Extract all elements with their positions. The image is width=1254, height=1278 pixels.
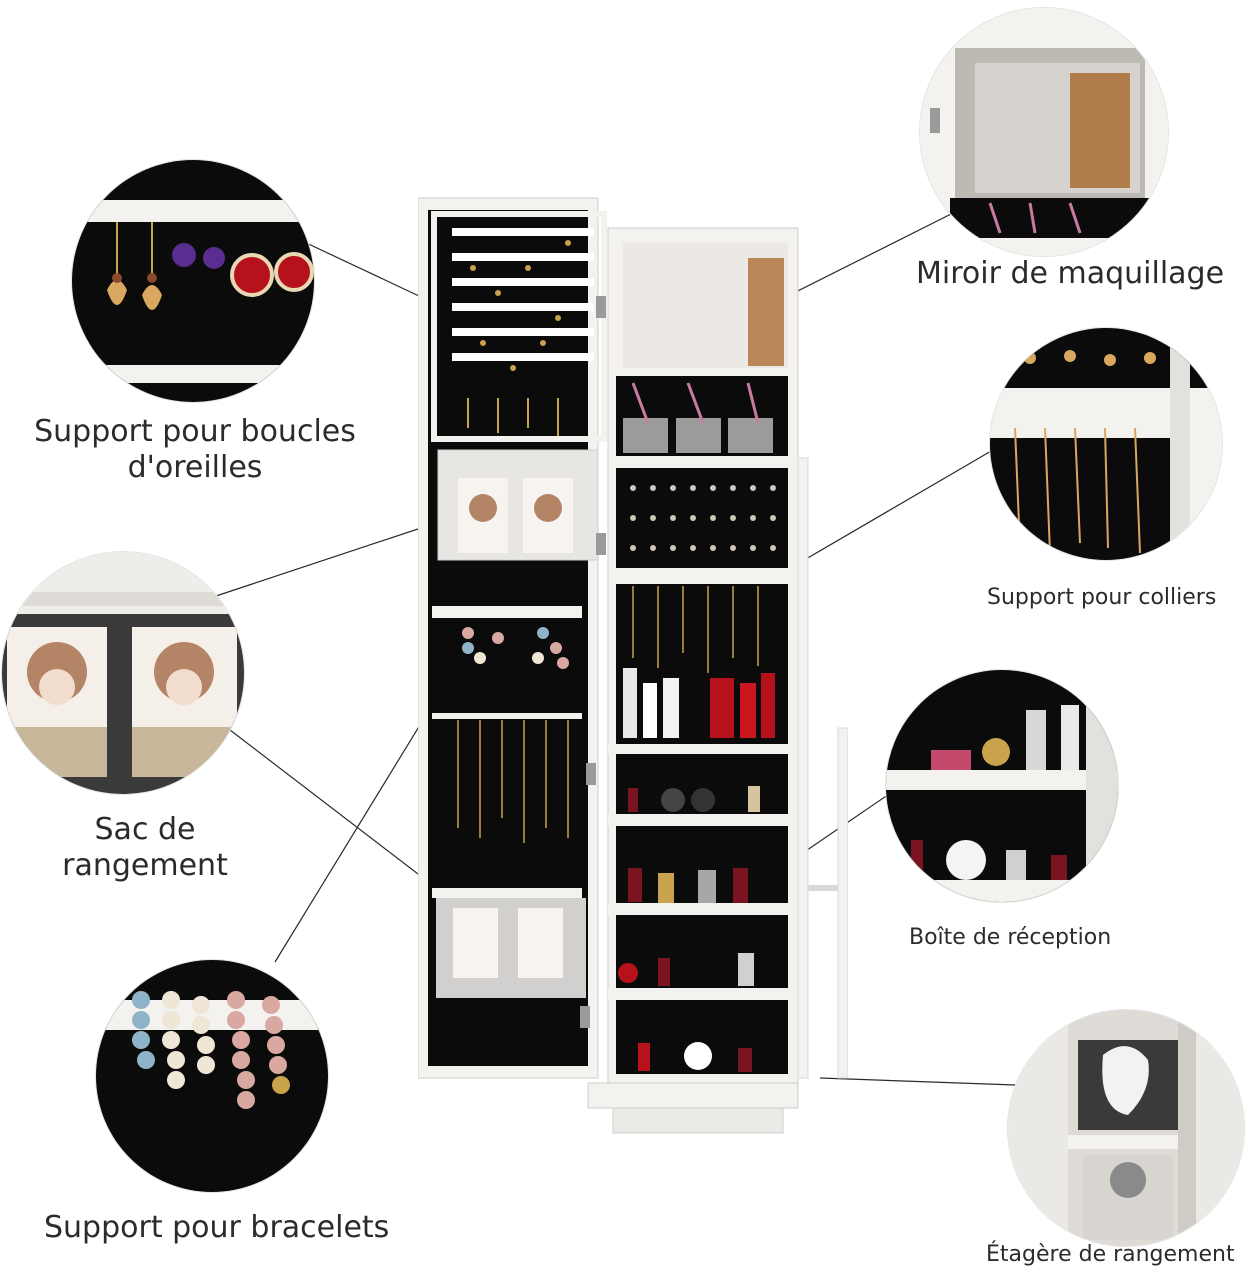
label-storage-shelf: Étagère de rangement (986, 1242, 1235, 1267)
shelf-callout-line (819, 1077, 1016, 1086)
reception-box-detail-photo (886, 670, 1118, 902)
jewelry-cabinet-illustration (417, 188, 849, 1148)
earrings-detail-photo (72, 160, 314, 402)
storage-bag-detail-photo (2, 552, 244, 794)
bracelets-detail-photo (96, 960, 328, 1192)
label-makeup-mirror: Miroir de maquillage (916, 256, 1225, 291)
bag-callout-line (209, 524, 431, 599)
label-bracelets-support: Support pour bracelets (44, 1210, 390, 1245)
storage-shelf-detail-photo (1008, 1010, 1244, 1246)
mirror-detail-photo (920, 8, 1168, 256)
label-earrings-support: Support pour boucles d'oreilles (34, 414, 356, 485)
label-reception-box: Boîte de réception (909, 925, 1112, 950)
cabinet-drawing (417, 197, 849, 1134)
necklaces-detail-photo (990, 328, 1222, 560)
label-necklaces-support: Support pour colliers (987, 585, 1217, 610)
label-storage-bag: Sac de rangement (62, 812, 228, 883)
